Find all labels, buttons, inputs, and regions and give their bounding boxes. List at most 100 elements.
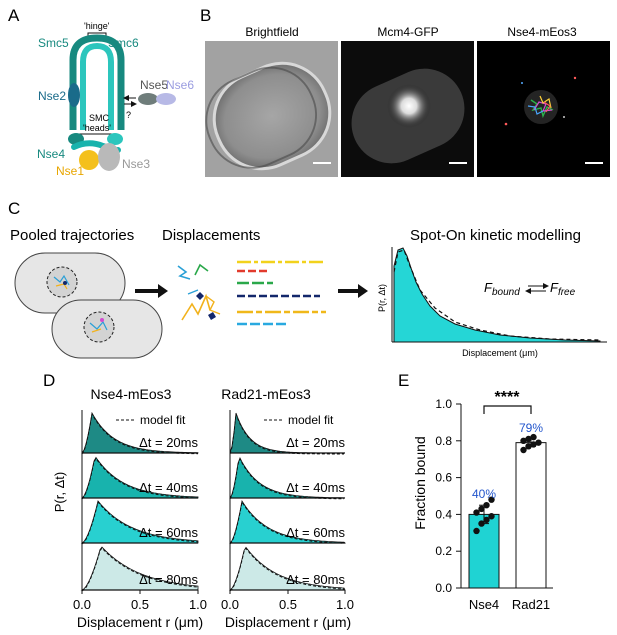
panel-a-diagram: 'hinge' Smc5 Smc6 Nse2 Nse5 Nse6 ? SMC '… [37, 21, 194, 178]
question-mark: ? [126, 110, 131, 120]
spoton-y-label: P(r, Δt) [377, 284, 387, 312]
e-ytick-label-2: 0.4 [435, 507, 452, 521]
d-right-dt-label-2: Δt = 40ms [286, 480, 345, 495]
panel-d-histograms: Nse4-mEos3 Rad21-mEos3 P(r, Δt) Δt = 20m… [52, 386, 354, 630]
d-right-dt-label-3: Δt = 60ms [286, 525, 345, 540]
d-right-legend-label: model fit [288, 413, 334, 427]
d-left-model-fit-4 [81, 547, 199, 592]
e-ytick-label-5: 1.0 [435, 397, 452, 411]
d-right-dt-label-4: Δt = 80ms [286, 572, 345, 587]
d-left-dt-label-4: Δt = 80ms [139, 572, 198, 587]
d-left-stack: Δt = 20ms Δt = 40ms Δt = 60ms Δt = 80ms mode… [80, 410, 199, 592]
d-right-model-fit-4 [229, 547, 345, 592]
d-right-title: Rad21-mEos3 [221, 386, 311, 402]
displacements-title: Displacements [162, 227, 260, 244]
hinge-label: 'hinge' [84, 21, 110, 31]
spoton-model-curve-icon [393, 249, 601, 341]
panel-e-bar-chart: Fraction bound 0.00.20.40.60.81.0 40%Nse… [412, 389, 553, 612]
smc-heads-label-2: 'heads' [83, 123, 111, 133]
e-point-0-3 [488, 513, 495, 520]
e-data-label-1: 79% [519, 421, 543, 435]
e-point-1-4 [520, 437, 527, 444]
smc6-arm-icon [80, 42, 114, 130]
d-left-legend-label: model fit [140, 413, 186, 427]
e-point-0-1 [478, 520, 485, 527]
e-data-label-0: 40% [472, 487, 496, 501]
nse2-icon [68, 83, 80, 107]
e-point-0-5 [478, 505, 485, 513]
e-point-1-5 [525, 435, 532, 443]
d-right-hist-3 [229, 499, 347, 544]
nse6-label: Nse6 [166, 78, 194, 92]
d-y-label: P(r, Δt) [52, 472, 67, 512]
e-point-1-3 [535, 439, 542, 446]
d-left-xtick-1: 0.5 [131, 597, 149, 612]
nse4-label: Nse4 [37, 147, 65, 161]
e-category-1: Rad21 [512, 597, 550, 612]
brightfield-title: Brightfield [245, 25, 298, 39]
f-bound-label: Fbound [484, 280, 520, 298]
e-point-0-2 [483, 516, 490, 524]
mcm4-title: Mcm4-GFP [377, 25, 438, 39]
e-point-1-0 [520, 446, 527, 454]
nse4-trajectories-icon [504, 76, 577, 126]
smc-heads-label-1: SMC [89, 113, 110, 123]
displacement-lines [237, 260, 326, 326]
e-bar-nse4 [468, 513, 500, 589]
panel-label-e: E [398, 371, 409, 390]
pooled-title: Pooled trajectories [10, 227, 134, 244]
d-left-model-fit-2 [81, 457, 198, 500]
e-y-ticks: 0.00.20.40.60.81.0 [435, 397, 461, 595]
d-left-hist-4 [80, 546, 199, 591]
e-ytick-label-4: 0.8 [435, 434, 452, 448]
d-right-xtick-1: 0.5 [279, 597, 297, 612]
e-y-label: Fraction bound [412, 436, 428, 529]
smc6-label: Smc6 [108, 36, 139, 50]
d-right-xtick-0: 0.0 [221, 597, 239, 612]
e-ytick-label-1: 0.2 [435, 544, 452, 558]
panel-label-d: D [43, 371, 55, 390]
e-point-0-4 [473, 509, 480, 516]
d-right-hist-4 [228, 546, 346, 591]
d-right-dt-label-1: Δt = 20ms [286, 435, 345, 450]
d-right-x-label: Displacement r (μm) [225, 614, 351, 630]
d-left-x-label: Displacement r (μm) [77, 614, 203, 630]
e-bars: 40% Nse4 79% Rad21 [468, 421, 550, 612]
spoton-x-label: Displacement (μm) [462, 348, 538, 358]
arrow-icon-1 [158, 284, 168, 298]
e-point-0-0 [473, 527, 480, 535]
d-left-hist-3 [80, 500, 199, 544]
panel-c-workflow: Pooled trajectories Displacements Spot-O… [10, 227, 607, 359]
smc6-head-icon [107, 133, 123, 145]
nse3-icon [98, 143, 120, 171]
e-point-1-2 [530, 441, 537, 448]
panel-label-b: B [200, 6, 211, 25]
f-free-label: Ffree [550, 280, 576, 298]
nse5-icon [138, 93, 158, 105]
smc5-label: Smc5 [38, 36, 69, 50]
nse3-label: Nse3 [122, 157, 150, 171]
d-right-model-fit-3 [229, 500, 345, 545]
d-left-xtick-0: 0.0 [73, 597, 91, 612]
panel-b-micrographs: Brightfield Mcm4-GFP Nse4-mEos3 [205, 25, 610, 177]
panel-label-a: A [8, 6, 20, 25]
nse4-title: Nse4-mEos3 [507, 25, 577, 39]
d-left-hist-1 [81, 411, 199, 454]
spoton-hist-fill-icon [393, 247, 601, 343]
e-category-0: Nse4 [469, 597, 499, 612]
e-point-1-6 [530, 433, 537, 441]
spoton-histogram: P(r, Δt) Displacement (μm) Fbound Ffree [377, 247, 607, 358]
smc5-arm-icon [69, 34, 125, 130]
d-left-dt-label-1: Δt = 20ms [139, 435, 198, 450]
arrow-icon-2 [358, 284, 368, 298]
d-left-dt-label-2: Δt = 40ms [139, 480, 198, 495]
d-left-model-fit-3 [81, 500, 199, 545]
nse1-label: Nse1 [56, 164, 84, 178]
mcm4-nucleus-icon [387, 84, 431, 128]
d-left-title: Nse4-mEos3 [91, 386, 172, 402]
d-right-stack: Δt = 20ms Δt = 40ms Δt = 60ms Δt = 80ms mode… [228, 410, 347, 592]
e-point-1-1 [525, 443, 532, 450]
d-left-dt-label-3: Δt = 60ms [139, 525, 198, 540]
d-left-xtick-2: 1.0 [189, 597, 207, 612]
